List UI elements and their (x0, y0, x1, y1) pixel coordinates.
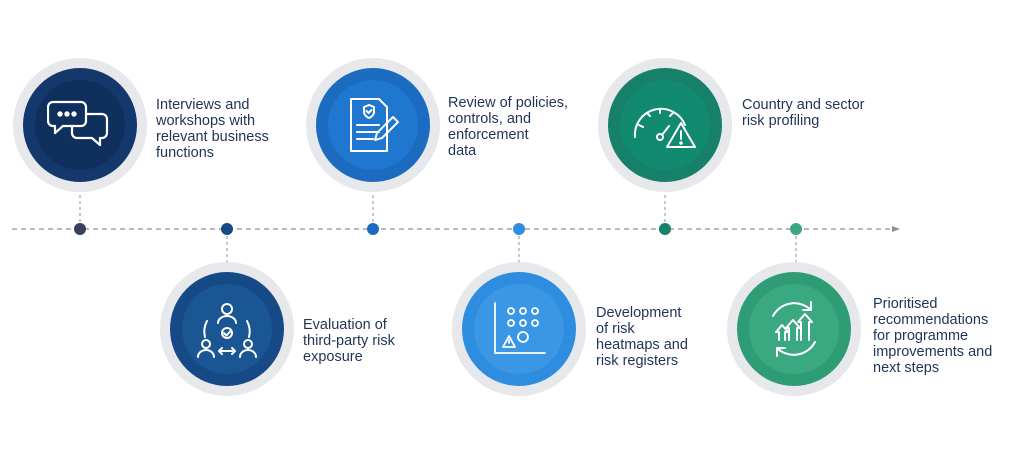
label-line: Evaluation of (303, 317, 387, 333)
timeline-dot-6 (790, 223, 802, 235)
label-line: Interviews and (156, 97, 250, 113)
label-line: controls, and (448, 111, 532, 127)
label-line: recommendations (873, 312, 989, 328)
label-line: functions (156, 145, 215, 161)
label-line: relevant business (156, 129, 269, 145)
step-2-circle (160, 262, 294, 396)
timeline-dot-1 (74, 223, 86, 235)
timeline-dot-4 (513, 223, 525, 235)
label-line: Prioritised (873, 296, 938, 312)
label-line: risk registers (596, 353, 679, 369)
document-pen-icon (328, 80, 418, 170)
label-line: of risk (596, 321, 635, 337)
timeline-dot-5 (659, 223, 671, 235)
step-5-circle (598, 58, 732, 192)
step-2-ring (170, 272, 284, 386)
step-6-ring (737, 272, 851, 386)
label-line: workshops with (156, 113, 256, 129)
label-line: Country and sector (742, 97, 865, 113)
label-line: improvements and (873, 344, 993, 360)
timeline-dot-2 (221, 223, 233, 235)
label-line: exposure (303, 349, 363, 365)
label-line: next steps (873, 360, 940, 376)
team-network-icon (182, 284, 272, 374)
step-4-circle (452, 262, 586, 396)
label-line: Development (596, 305, 682, 321)
label-line: data (448, 143, 477, 159)
heatmap-warning-icon (474, 284, 564, 374)
step-3-circle (306, 58, 440, 192)
growth-cycle-icon (749, 284, 839, 374)
label-line: heatmaps and (596, 337, 688, 353)
timeline-arrowhead (892, 226, 900, 232)
step-4-ring (462, 272, 576, 386)
step-6-circle (727, 262, 861, 396)
label-line: risk profiling (742, 113, 820, 129)
step-5-ring (608, 68, 722, 182)
step-3-ring (316, 68, 430, 182)
gauge-warning-icon (620, 80, 710, 170)
label-line: Review of policies, (448, 95, 569, 111)
label-line: enforcement (448, 127, 529, 143)
step-1-ring (23, 68, 137, 182)
chat-bubbles-icon (35, 80, 125, 170)
label-line: for programme (873, 328, 969, 344)
step-1-circle (13, 58, 147, 192)
timeline-dot-3 (367, 223, 379, 235)
label-line: third-party risk (303, 333, 395, 349)
